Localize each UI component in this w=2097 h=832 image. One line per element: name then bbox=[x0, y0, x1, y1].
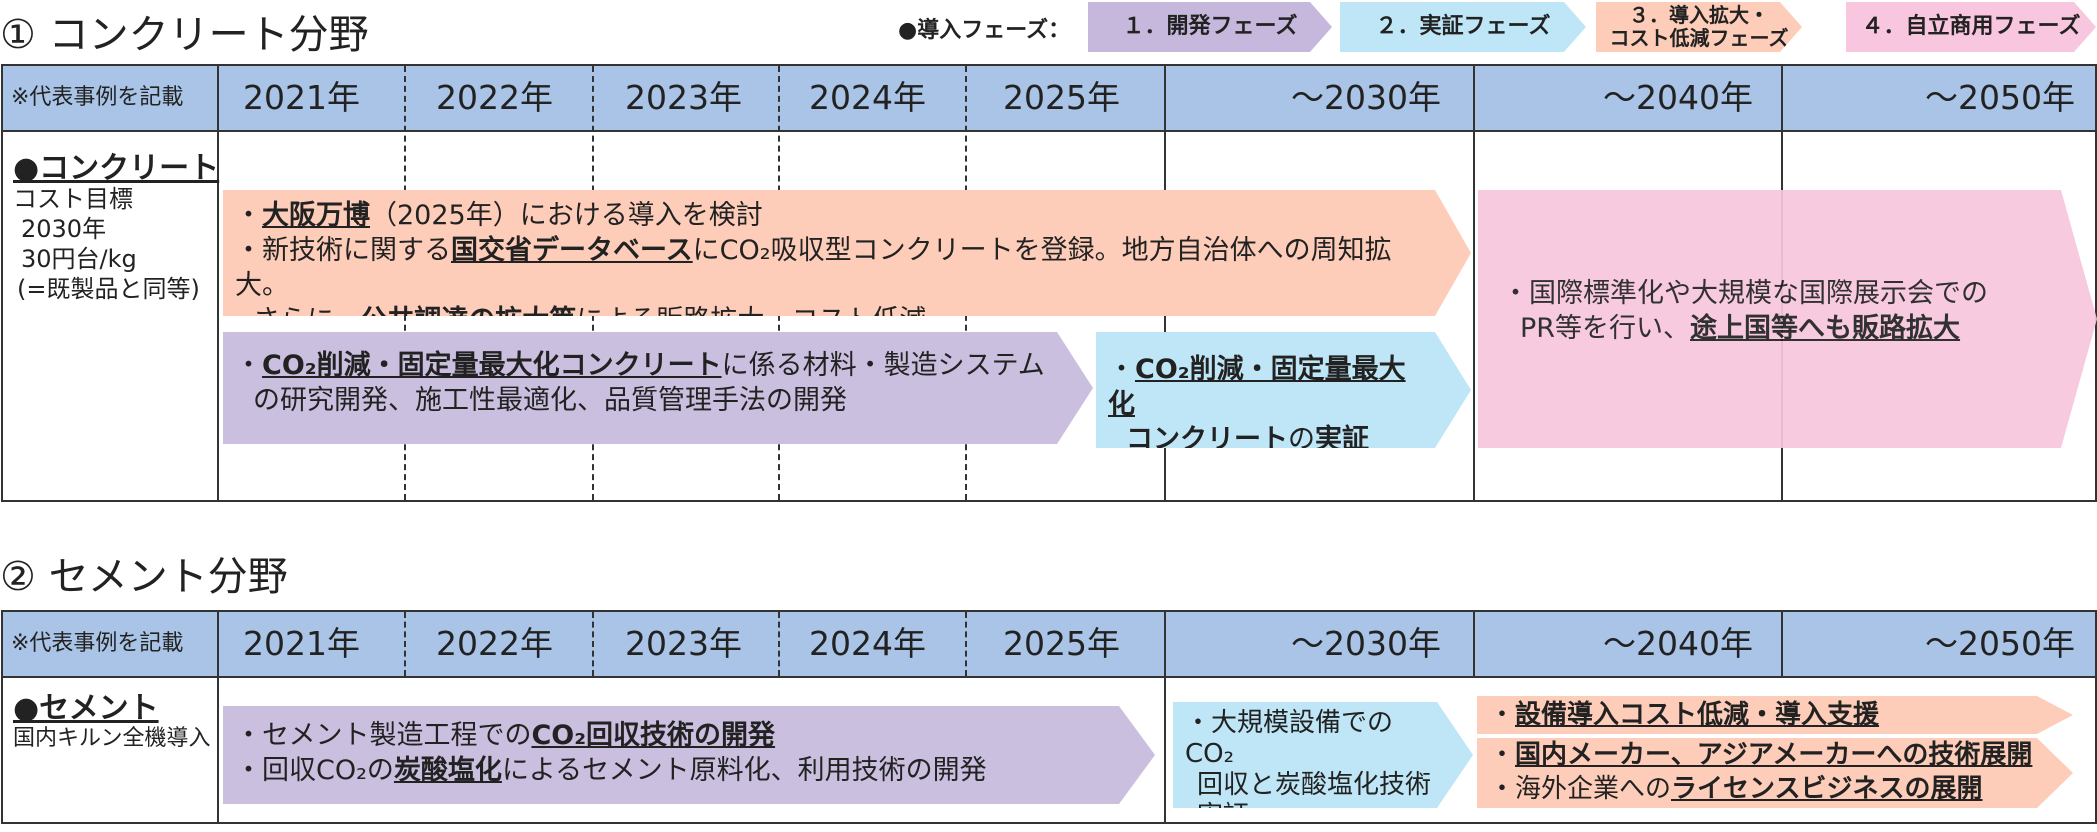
row-label-line: (=既製品と同等) bbox=[17, 275, 200, 303]
year-2022: 2022年 bbox=[436, 624, 553, 663]
row-label-line: 国内キルン全機導入 bbox=[13, 726, 211, 751]
year-2050: ～2050年 bbox=[1925, 624, 2075, 663]
arrow-concrete-demo: ・CO₂削減・固定量最大化 コンクリートの実証 bbox=[1096, 332, 1471, 448]
arrow-tech-licensing: ・国内メーカー、アジアメーカーへの技術展開 ・海外企業へのライセンスビジネスの展… bbox=[1477, 738, 2073, 808]
year-2023: 2023年 bbox=[625, 78, 742, 117]
row-label-line: 2030年 bbox=[21, 215, 107, 243]
arrow-cost-reduction: ・設備導入コスト低減・導入支援 bbox=[1477, 696, 2073, 734]
year-2021: 2021年 bbox=[243, 624, 360, 663]
roadmap-table-concrete: ※代表事例を記載 2021年 2022年 2023年 2024年 2025年 ～… bbox=[1, 64, 2097, 502]
year-header: ※代表事例を記載 2021年 2022年 2023年 2024年 2025年 ～… bbox=[3, 612, 2095, 678]
row-label-head: ●セメント bbox=[13, 691, 159, 726]
arrow-cement-demo: ・大規模設備でのCO₂ 回収と炭酸塩化技術 実証 bbox=[1173, 702, 1473, 808]
col-divider bbox=[778, 612, 780, 676]
phase-development: １．開発フェーズ bbox=[1088, 2, 1332, 52]
col-divider bbox=[404, 612, 406, 676]
section-title-concrete: ① コンクリート分野 bbox=[0, 12, 369, 58]
col-divider bbox=[217, 612, 219, 822]
arrow-expo-database: ・大阪万博（2025年）における導入を検討 ・新技術に関する国交省データベースに… bbox=[223, 190, 1471, 316]
row-label-cement: ●セメント 国内キルン全機導入 bbox=[13, 694, 211, 754]
col-divider bbox=[1781, 612, 1783, 676]
year-2050: ～2050年 bbox=[1925, 78, 2075, 117]
row-label-line: 30円台/kg bbox=[21, 245, 137, 273]
roadmap-table-cement: ※代表事例を記載 2021年 2022年 2023年 2024年 2025年 ～… bbox=[1, 610, 2097, 824]
header-note: ※代表事例を記載 bbox=[11, 85, 184, 110]
col-divider bbox=[1473, 66, 1475, 500]
year-2025: 2025年 bbox=[1003, 78, 1120, 117]
year-2024: 2024年 bbox=[809, 624, 926, 663]
year-header: ※代表事例を記載 2021年 2022年 2023年 2024年 2025年 ～… bbox=[3, 66, 2095, 132]
legend-label: ●導入フェーズ： bbox=[898, 18, 1071, 43]
col-divider bbox=[217, 66, 219, 500]
year-2040: ～2040年 bbox=[1603, 78, 1753, 117]
year-2024: 2024年 bbox=[809, 78, 926, 117]
year-2030: ～2030年 bbox=[1291, 78, 1441, 117]
row-label-line: コスト目標 bbox=[13, 185, 133, 213]
col-divider bbox=[1164, 612, 1166, 822]
year-2023: 2023年 bbox=[625, 624, 742, 663]
col-divider bbox=[965, 612, 967, 676]
year-2021: 2021年 bbox=[243, 78, 360, 117]
col-divider bbox=[592, 612, 594, 676]
year-2030: ～2030年 bbox=[1291, 624, 1441, 663]
year-2022: 2022年 bbox=[436, 78, 553, 117]
arrow-cement-rnd: ・セメント製造工程でのCO₂回収技術の開発 ・回収CO₂の炭酸塩化によるセメント… bbox=[223, 706, 1155, 804]
phase-expansion: ３．導入拡大・ コスト低減フェーズ bbox=[1596, 2, 1802, 52]
phase-commercial: ４．自立商用フェーズ bbox=[1846, 2, 2096, 52]
col-divider bbox=[1473, 612, 1475, 676]
arrow-international: ・国際標準化や大規模な国際展示会での PR等を行い、途上国等へも販路拡大 bbox=[1478, 190, 2097, 448]
year-2040: ～2040年 bbox=[1603, 624, 1753, 663]
section-title-cement: ② セメント分野 bbox=[0, 554, 288, 600]
year-2025: 2025年 bbox=[1003, 624, 1120, 663]
row-label-head: ●コンクリート bbox=[13, 151, 220, 186]
header-note: ※代表事例を記載 bbox=[11, 631, 184, 656]
phase-demonstration: ２．実証フェーズ bbox=[1340, 2, 1586, 52]
arrow-concrete-rnd: ・CO₂削減・固定量最大化コンクリートに係る材料・製造システム の研究開発、施工… bbox=[223, 332, 1093, 444]
row-label-concrete: ●コンクリート コスト目標 2030年 30円台/kg (=既製品と同等) bbox=[13, 154, 219, 304]
